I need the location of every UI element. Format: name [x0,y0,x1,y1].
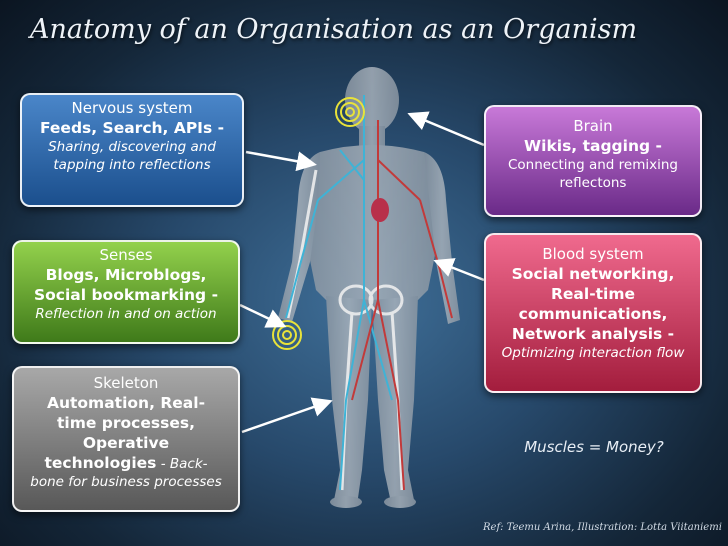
blood-bold-1: Social networking, [511,265,675,283]
heart-shape [371,198,389,222]
blood-bold-4: Network analysis [511,325,663,343]
nervous-heading: Nervous system [71,99,193,117]
arrow-skeleton [241,397,333,434]
skeleton-bold-1: Automation, Real- [46,394,206,412]
blood-bold-3: communications, [518,305,668,323]
arrow-blood [433,258,485,282]
nervous-desc-2: tapping into reflections [53,157,211,173]
nervous-system-box: Nervous system Feeds, Search, APIs - Sha… [20,93,244,207]
brain-target-rings [335,97,365,127]
nervous-desc-1: Sharing, discovering and [48,139,216,155]
skeleton-heading: Skeleton [93,374,159,392]
senses-desc: Reflection in and on action [35,306,217,322]
senses-bold-1: Blogs, Microblogs, [45,266,207,284]
skeleton-desc-2: bone for business processes [30,474,222,490]
reference-credit: Ref: Teemu Arina, Illustration: Lotta Vi… [483,522,722,533]
brain-dash: - [650,137,662,155]
senses-dash: - [206,286,219,304]
brain-bold: Wikis, tagging [524,137,651,155]
brain-box: Brain Wikis, tagging - Connecting and re… [484,105,702,217]
senses-box: Senses Blogs, Microblogs, Social bookmar… [12,240,240,344]
brain-heading: Brain [573,117,613,135]
blood-bold-2: Real-time [550,285,636,303]
skeleton-box: Skeleton Automation, Real- time processe… [12,366,240,512]
nerve-lines [285,95,393,491]
arrow-nervous [245,150,317,172]
skeleton-bold-2: time processes, [57,414,195,432]
senses-bold-2: Social bookmarking [33,286,207,304]
muscles-note: Muscles = Money? [524,438,664,456]
diagram-title: Anatomy of an Organisation as an Organis… [30,14,638,45]
senses-heading: Senses [99,246,153,264]
body-silhouette [278,67,460,508]
hand-target-rings [272,320,302,350]
brain-desc-2: reflectons [559,175,627,191]
nervous-dash: - [212,119,225,137]
skeleton-bold-4: technologies [44,454,157,472]
nervous-bold: Feeds, Search, APIs [39,119,213,137]
brain-desc-1: Connecting and remixing [507,157,678,173]
blood-system-box: Blood system Social networking, Real-tim… [484,233,702,393]
skeleton-bold-3: Operative [82,434,170,452]
blood-heading: Blood system [542,245,644,263]
blood-dash: - [662,325,675,343]
skeleton-desc-1: - Back- [156,456,208,472]
blood-desc: Optimizing interaction flow [501,345,685,361]
arrow-brain [407,111,485,147]
arrow-senses [239,303,287,328]
